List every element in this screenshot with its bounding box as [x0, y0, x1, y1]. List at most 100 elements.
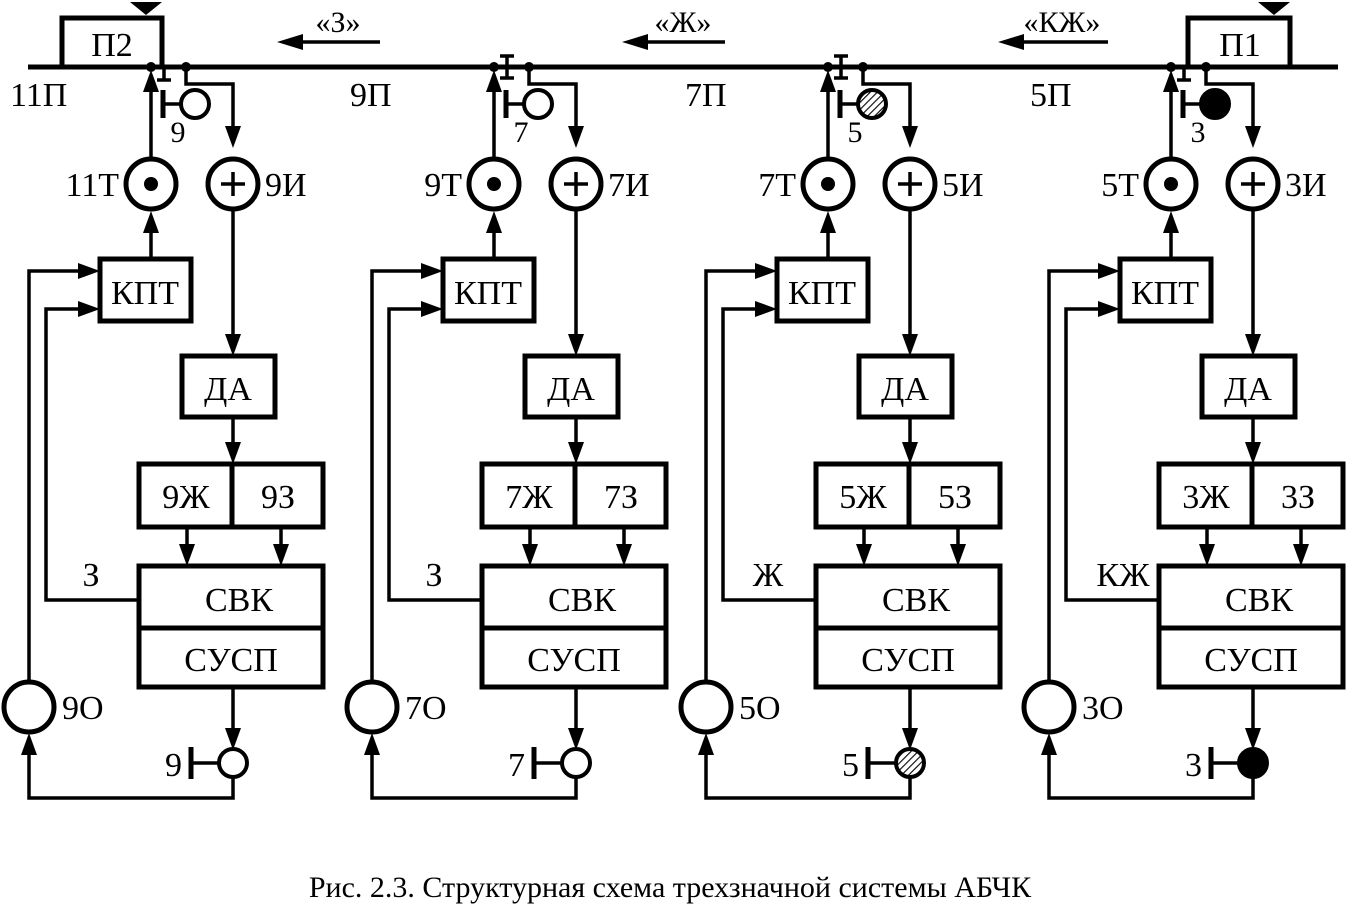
occupancy-circle	[1, 679, 57, 735]
occupancy-circle	[1021, 679, 1077, 735]
signal-number: 5	[842, 747, 859, 784]
arrow-down-icon	[225, 334, 241, 356]
dot-icon	[487, 177, 501, 191]
arrow-down-icon	[1245, 334, 1261, 356]
kpt-block	[97, 256, 194, 324]
transmitter-label: 9Т	[424, 167, 462, 204]
arrow-down-icon	[1245, 442, 1261, 464]
signal-lamp-icon	[522, 88, 554, 120]
kpt-label: КПТ	[454, 275, 522, 312]
arrow-down-icon	[1199, 544, 1215, 566]
relay-right-label: 5З	[938, 479, 972, 516]
arrow-down-icon	[902, 728, 918, 750]
arrow-right-icon	[78, 301, 100, 317]
susp-label: СУСП	[1204, 642, 1298, 679]
signal-number: 7	[508, 747, 525, 784]
relay-right-label: 3З	[1281, 479, 1315, 516]
feedback-label: Ж	[753, 557, 784, 594]
point-p2-triangle-icon	[130, 2, 162, 15]
da-block	[179, 353, 278, 420]
arrow-right-icon	[421, 263, 443, 279]
arrow-down-icon	[273, 544, 289, 566]
arrow-right-icon	[1098, 301, 1120, 317]
arrow-down-icon	[902, 126, 918, 148]
dot-icon	[1164, 177, 1178, 191]
signal-number: 5	[848, 116, 863, 149]
arrow-down-icon	[1245, 728, 1261, 750]
feedback-label: З	[425, 557, 442, 594]
relay-left-label: 3Ж	[1182, 479, 1230, 516]
plus-icon	[1241, 172, 1265, 196]
arrow-left-icon	[277, 34, 303, 50]
relay-left-label: 9Ж	[162, 479, 210, 516]
junction-dot	[1166, 62, 1176, 72]
arrow-down-icon	[1293, 544, 1309, 566]
kpt-label: КПТ	[788, 275, 856, 312]
section-label: 7П	[685, 77, 727, 114]
da-block	[1199, 353, 1298, 420]
transmitter-label: 7Т	[758, 167, 796, 204]
top-signal: 3	[1180, 88, 1231, 149]
occupancy-label: 3О	[1082, 690, 1124, 727]
da-label: ДА	[204, 371, 252, 408]
plus-icon	[564, 172, 588, 196]
arrow-down-icon	[225, 126, 241, 148]
arrow-down-icon	[616, 544, 632, 566]
relay-left-label: 5Ж	[839, 479, 887, 516]
direction-label: «КЖ»	[1024, 6, 1101, 39]
bottom-signal: 5	[842, 747, 926, 784]
figure-caption: Рис. 2.3. Структурная схема трехзначной …	[309, 871, 1032, 904]
feedback-label: КЖ	[1096, 557, 1150, 594]
arrow-down-icon	[568, 442, 584, 464]
arrow-down-icon	[225, 442, 241, 464]
kpt-label: КПТ	[111, 275, 179, 312]
transmitter-label: 11Т	[65, 167, 119, 204]
arrow-up-icon	[21, 733, 37, 755]
da-label: ДА	[1224, 371, 1272, 408]
signal-lamp-icon	[217, 747, 249, 779]
direction-label: «Ж»	[655, 6, 712, 39]
direction-arrow: «З»	[277, 6, 380, 50]
arrow-right-icon	[755, 301, 777, 317]
arrow-down-icon	[568, 334, 584, 356]
arrow-right-icon	[421, 301, 443, 317]
svk-label: СВК	[548, 582, 616, 619]
relay-right-label: 7З	[604, 479, 638, 516]
point-p2: П2	[59, 2, 165, 67]
svk-label: СВК	[1225, 582, 1293, 619]
direction-arrow: «Ж»	[622, 6, 725, 50]
arrow-right-icon	[1098, 263, 1120, 279]
kpt-block	[774, 256, 871, 324]
signal-number: 3	[1185, 747, 1202, 784]
plus-icon	[898, 172, 922, 196]
plus-icon	[221, 172, 245, 196]
section-label: 9П	[350, 77, 392, 114]
arrow-down-icon	[902, 334, 918, 356]
dot-icon	[144, 177, 158, 191]
arrow-up-icon	[820, 211, 836, 233]
bottom-signal: 7	[508, 747, 592, 784]
arrow-up-icon	[1163, 70, 1179, 92]
direction-label: «З»	[315, 6, 360, 39]
arrow-up-icon	[1163, 211, 1179, 233]
top-signal: 7	[503, 88, 554, 149]
section-label: 11П	[10, 77, 67, 114]
arrow-up-icon	[698, 733, 714, 755]
susp-label: СУСП	[184, 642, 278, 679]
susp-label: СУСП	[861, 642, 955, 679]
arrow-up-icon	[486, 70, 502, 92]
receiver-label: 9И	[265, 167, 307, 204]
arrow-down-icon	[856, 544, 872, 566]
signal-lamp-icon	[179, 88, 211, 120]
feedback-label: З	[82, 557, 99, 594]
signal-lamp-icon	[894, 747, 926, 779]
top-signal: 5	[837, 88, 888, 149]
arrow-up-icon	[143, 70, 159, 92]
junction-dot	[146, 62, 156, 72]
svk-label: СВК	[205, 582, 273, 619]
occupancy-label: 7О	[405, 690, 447, 727]
direction-arrow: «КЖ»	[998, 6, 1108, 50]
signal-number: 7	[514, 116, 529, 149]
